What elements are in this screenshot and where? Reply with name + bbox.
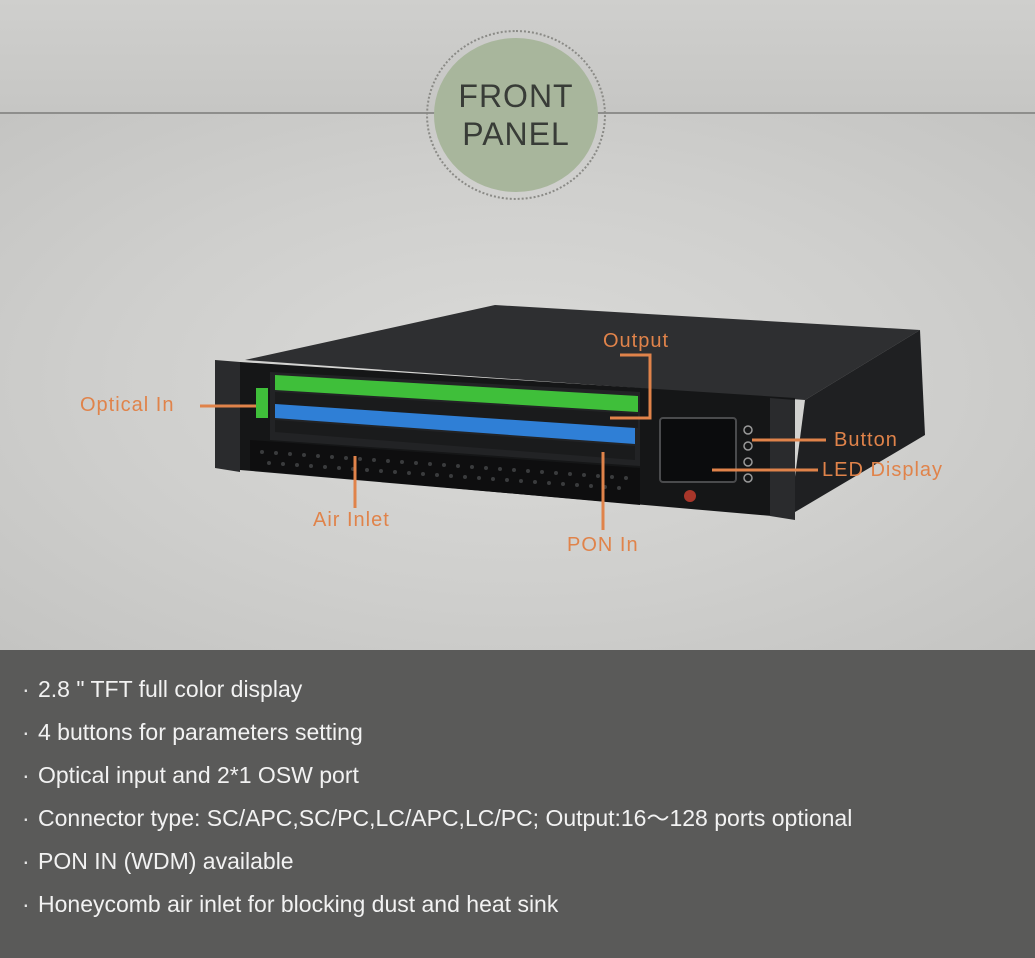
spec-item: · Optical input and 2*1 OSW port (22, 760, 852, 803)
callout-led-display: LED Display (822, 459, 944, 481)
spec-text: 2.8 " TFT full color display (38, 676, 303, 702)
callout-pon-in: PON In (567, 534, 639, 556)
pon-ports-row (275, 404, 635, 444)
callout-lines (200, 353, 826, 530)
device-top-cover (245, 305, 920, 400)
output-line (610, 353, 652, 420)
badge-circle: FRONT PANEL (434, 38, 598, 192)
device-right-side (790, 330, 925, 515)
spec-text: PON IN (WDM) available (38, 848, 294, 874)
callout-output: Output (603, 330, 670, 352)
rack-ear-left (215, 360, 240, 472)
bullet-icon: · (22, 891, 30, 917)
spec-text: Optical input and 2*1 OSW port (38, 762, 359, 788)
callout-air-inlet: Air Inlet (313, 509, 390, 531)
laser-warning-icon (684, 490, 696, 502)
spec-panel: · 2.8 " TFT full color display · 4 buttons… (0, 650, 1035, 958)
button-4 (743, 473, 753, 483)
spec-text: Connector type: SC/APC,SC/PC,LC/APC,LC/P… (38, 805, 853, 831)
button-3 (743, 457, 753, 467)
bullet-icon: · (22, 762, 30, 788)
spec-list: · 2.8 " TFT full color display · 4 buttons… (22, 674, 852, 932)
badge-line-1: FRONT (458, 78, 574, 114)
spec-item: · 4 buttons for parameters setting (22, 717, 852, 760)
spec-item: · Honeycomb air inlet for blocking dust a… (22, 889, 852, 932)
led-display-screen (659, 417, 737, 483)
optical-in-ports (256, 388, 268, 418)
output-ports-row (275, 375, 638, 412)
air-inlet-grill (250, 440, 640, 505)
spec-item: · 2.8 " TFT full color display (22, 674, 852, 717)
callout-optical-in: Optical In (80, 394, 175, 416)
port-lower-row (275, 420, 635, 460)
bullet-icon: · (22, 676, 30, 702)
spec-text: Honeycomb air inlet for blocking dust an… (38, 891, 559, 917)
spec-item: · PON IN (WDM) available (22, 846, 852, 889)
button-1 (743, 425, 753, 435)
rack-ear-right (770, 398, 795, 520)
spec-text: 4 buttons for parameters setting (38, 719, 363, 745)
spec-item: · Connector type: SC/APC,SC/PC,LC/APC,LC/… (22, 803, 852, 846)
button-2 (743, 441, 753, 451)
bullet-icon: · (22, 848, 30, 874)
badge-line-2: PANEL (462, 116, 570, 152)
bullet-icon: · (22, 719, 30, 745)
port-gap-row (275, 392, 638, 428)
bullet-icon: · (22, 805, 30, 831)
callout-button: Button (834, 429, 898, 451)
front-panel-badge: FRONT PANEL (426, 30, 606, 200)
optical-amplifier-device (200, 305, 925, 530)
grill-holes (260, 450, 628, 490)
